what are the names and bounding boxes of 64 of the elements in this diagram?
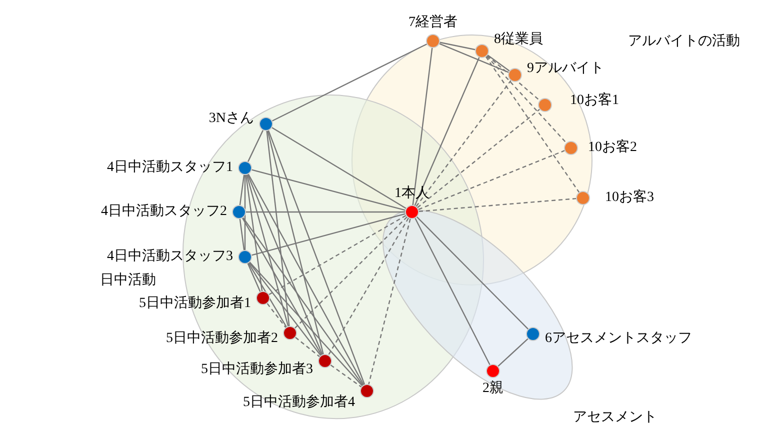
connector-line (245, 174, 263, 292)
node-label: 5日中活動参加者1 (139, 296, 251, 312)
connector-line (252, 213, 406, 256)
node-label: 4日中活動スタッフ2 (101, 204, 227, 220)
connector-line (239, 174, 245, 206)
connector-line (418, 150, 565, 210)
group-label: アルバイトの活動 (628, 34, 740, 50)
connector-line (272, 44, 427, 122)
connector-line (486, 56, 567, 144)
node-label: 4日中活動スタッフ3 (107, 249, 233, 265)
connector-line (268, 214, 406, 296)
connector-line (247, 130, 264, 162)
node-label: 9アルバイト (527, 61, 604, 77)
connector-line (267, 130, 324, 354)
connector-line (244, 175, 246, 250)
connector-line (440, 42, 476, 50)
node-label: 10お客2 (588, 140, 637, 156)
node-label: 8従業員 (494, 32, 543, 48)
connector-line (266, 303, 286, 328)
connector-line (330, 364, 362, 388)
connector-line (249, 262, 363, 386)
connector-line (295, 336, 320, 358)
connector-line (414, 57, 480, 206)
connector-line (486, 55, 540, 101)
connector-line (485, 56, 580, 193)
node-label: 6アセスメントスタッフ (545, 331, 692, 347)
connector-line (416, 80, 512, 207)
connector-line (242, 218, 322, 356)
node-label: 4日中活動スタッフ1 (107, 160, 233, 176)
node-label: 3Nさん (208, 111, 254, 127)
connector-line (242, 217, 364, 386)
node-label: 5日中活動参加者3 (201, 362, 313, 378)
connector-line (417, 108, 540, 208)
connector-line (418, 198, 576, 212)
node-label: 7経営者 (408, 15, 458, 31)
connector-line (248, 262, 287, 328)
connector-line (439, 43, 509, 73)
node-label: 10お客1 (570, 93, 619, 109)
connector-line (248, 262, 322, 356)
group-label: アセスメント (573, 410, 657, 426)
connector-line (247, 263, 261, 292)
connector-line (247, 174, 323, 355)
connector-line (268, 130, 366, 385)
connector-line (498, 338, 528, 367)
connector-line (239, 218, 245, 250)
connector-line (248, 174, 364, 386)
connector-line (246, 211, 405, 213)
node-label: 5日中活動参加者4 (243, 395, 355, 411)
connector-line (272, 127, 406, 209)
connector-line (487, 54, 510, 72)
connector-line (252, 169, 406, 211)
connector-line (266, 130, 290, 326)
connector-line (414, 218, 490, 366)
connector-line (416, 216, 528, 330)
node-label: 10お客3 (605, 190, 654, 206)
connector-line (328, 218, 409, 356)
connector-line (246, 174, 289, 326)
group-label: 日中活動 (100, 273, 156, 289)
node-label: 5日中活動参加者2 (166, 331, 278, 347)
connector-line (368, 218, 411, 384)
connector-line (412, 48, 433, 206)
node-label: 1本人 (394, 186, 430, 202)
node-label: 2親 (482, 381, 504, 397)
connector-line (294, 216, 408, 328)
